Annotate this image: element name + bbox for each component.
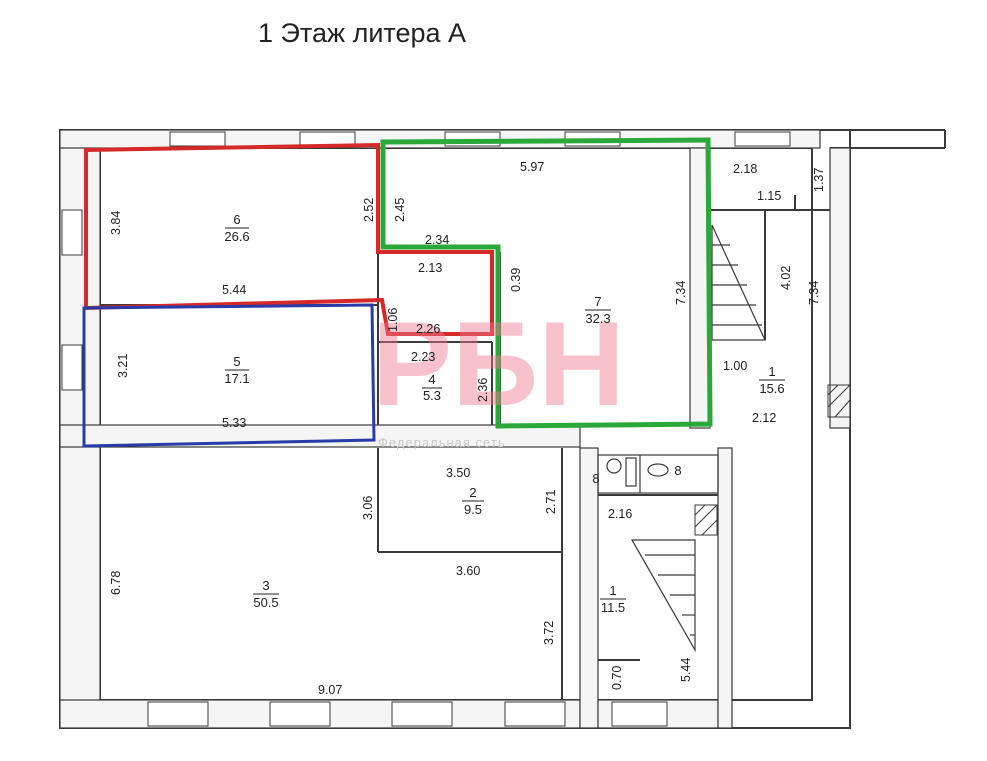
dim-label: 2.36: [476, 378, 490, 402]
room-7-area: 32.3: [585, 311, 610, 326]
dim-label: 4.02: [779, 266, 793, 290]
dim-label: 2.71: [544, 490, 558, 514]
wc-fixtures: [597, 454, 719, 494]
highlight-green-outline: [380, 137, 713, 429]
dim-label: 1.00: [723, 359, 747, 373]
watermark-logo: РБН: [372, 297, 625, 431]
room-6-number: 6: [233, 212, 240, 227]
dim-label: 2.16: [608, 507, 632, 521]
dim-label: 7.34: [674, 281, 688, 305]
plan-title: 1 Этаж литера А: [258, 18, 466, 48]
watermark-subtitle: Федеральная сеть: [378, 435, 506, 450]
dim-label: 2.18: [733, 162, 757, 176]
dim-label: 2.52: [362, 198, 376, 222]
room-8b-number: 8: [674, 463, 681, 478]
dim-label: 2.34: [425, 233, 449, 247]
room-labels: 6 26.6 5 17.1 4 5.3 7 32.3 1 15.6 2 9.5 …: [224, 212, 785, 615]
dim-label: 3.06: [361, 496, 375, 520]
dim-label: 5.97: [520, 160, 544, 174]
room-3-area: 50.5: [253, 595, 278, 610]
staircase-lower: [630, 539, 696, 653]
room-4-area: 5.3: [423, 388, 441, 403]
room-4-number: 4: [428, 372, 435, 387]
dim-label: 9.07: [318, 683, 342, 697]
dim-label: 2.26: [416, 322, 440, 336]
staircase-upper: [711, 224, 766, 341]
wall-fills: [59, 129, 851, 729]
dim-label: 5.44: [679, 658, 693, 682]
dim-label: 3.21: [116, 354, 130, 378]
room-5-number: 5: [233, 354, 240, 369]
hatch-blocks: [694, 384, 851, 536]
room-1b-number: 1: [609, 583, 616, 598]
dim-label: 1.15: [757, 189, 781, 203]
room-8a-number: 8: [592, 471, 599, 486]
dim-label: 5.44: [222, 283, 246, 297]
room-2-number: 2: [469, 485, 476, 500]
room-7-number: 7: [594, 294, 601, 309]
highlight-red-outline: [84, 142, 494, 336]
dim-label: 2.23: [411, 350, 435, 364]
dim-label: 0.39: [509, 268, 523, 292]
highlight-blue-outline: [82, 303, 376, 448]
dim-label: 7.34: [807, 281, 821, 305]
dim-label: 3.72: [542, 621, 556, 645]
dim-label: 1.06: [386, 308, 400, 332]
room-5-area: 17.1: [224, 371, 249, 386]
dim-label: 6.78: [109, 571, 123, 595]
room-1a-number: 1: [768, 364, 775, 379]
dim-label: 5.33: [222, 416, 246, 430]
room-3-number: 3: [262, 578, 269, 593]
dim-label: 2.13: [418, 261, 442, 275]
dim-label: 3.60: [456, 564, 480, 578]
room-1a-area: 15.6: [759, 381, 784, 396]
dimension-labels: 5.97 2.18 1.37 1.15 3.84 2.52 2.45 2.34 …: [109, 160, 826, 697]
room-6-area: 26.6: [224, 229, 249, 244]
dim-label: 3.50: [446, 466, 470, 480]
room-1b-area: 11.5: [601, 600, 625, 615]
dim-label: 1.37: [812, 168, 826, 192]
room-2-area: 9.5: [464, 502, 482, 517]
dim-label: 2.12: [752, 411, 776, 425]
dim-label: 0.70: [610, 666, 624, 690]
dim-label: 3.84: [109, 211, 123, 235]
dim-label: 2.45: [393, 198, 407, 222]
